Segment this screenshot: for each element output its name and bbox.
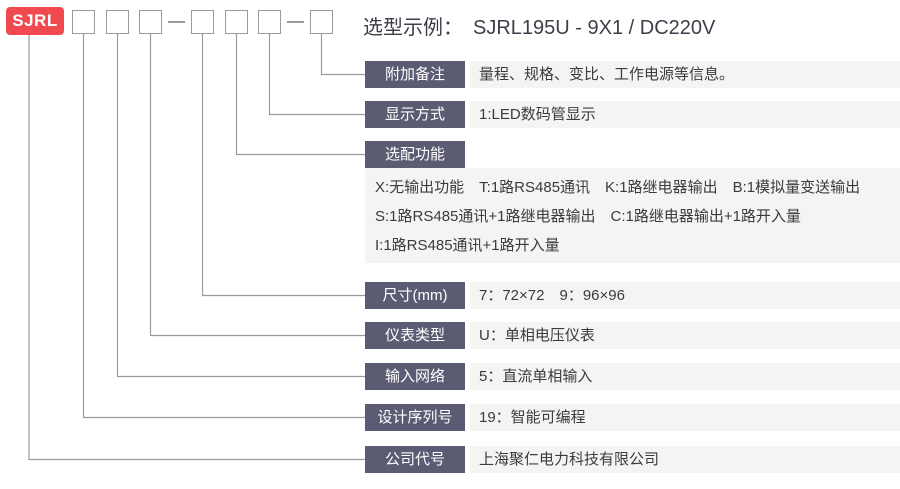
spec-value-size: 7：72×72 9：96×96 [470, 282, 900, 309]
spec-value-serial: 19：智能可编程 [470, 404, 900, 431]
spec-value-company: 上海聚仁电力科技有限公司 [470, 446, 900, 473]
spec-label-serial: 设计序列号 [365, 404, 465, 431]
code-box-serial [72, 10, 95, 34]
spec-label-options: 选配功能 [365, 141, 465, 168]
code-box-remark [310, 10, 333, 34]
code-box-type [139, 10, 162, 34]
options-line-3: I:1路RS485通讯+1路开入量 [375, 237, 560, 254]
spec-label-network: 输入网络 [365, 363, 465, 390]
spec-row-company: 公司代号 上海聚仁电力科技有限公司 [365, 446, 900, 473]
spec-value-remark: 量程、规格、变比、工作电源等信息。 [470, 61, 900, 88]
spec-row-display: 显示方式 1:LED数码管显示 [365, 101, 900, 128]
code-dash-1 [168, 21, 185, 23]
spec-row-options: 选配功能 [365, 141, 900, 168]
options-detail-block: X:无输出功能 T:1路RS485通讯 K:1路继电器输出 B:1模拟量变送输出… [365, 168, 900, 263]
spec-label-display: 显示方式 [365, 101, 465, 128]
brand-code-box: SJRL [6, 7, 64, 35]
spec-row-remark: 附加备注 量程、规格、变比、工作电源等信息。 [365, 61, 900, 88]
code-dash-2 [287, 21, 304, 23]
code-box-display [258, 10, 281, 34]
spec-row-serial: 设计序列号 19：智能可编程 [365, 404, 900, 431]
spec-label-remark: 附加备注 [365, 61, 465, 88]
spec-row-size: 尺寸(mm) 7：72×72 9：96×96 [365, 282, 900, 309]
example-model-number: SJRL195U - 9X1 / DC220V [473, 17, 716, 39]
spec-label-type: 仪表类型 [365, 322, 465, 349]
spec-row-type: 仪表类型 U：单相电压仪表 [365, 322, 900, 349]
example-label: 选型示例： [363, 17, 463, 39]
selection-example-title: 选型示例： SJRL195U - 9X1 / DC220V [363, 11, 715, 40]
spec-value-type: U：单相电压仪表 [470, 322, 900, 349]
options-line-2: S:1路RS485通讯+1路继电器输出 C:1路继电器输出+1路开入量 [375, 208, 801, 225]
spec-value-network: 5：直流单相输入 [470, 363, 900, 390]
spec-label-company: 公司代号 [365, 446, 465, 473]
code-box-option [225, 10, 248, 34]
code-box-size [191, 10, 214, 34]
options-line-1: X:无输出功能 T:1路RS485通讯 K:1路继电器输出 B:1模拟量变送输出 [375, 179, 861, 196]
spec-value-display: 1:LED数码管显示 [470, 101, 900, 128]
spec-label-size: 尺寸(mm) [365, 282, 465, 309]
spec-row-network: 输入网络 5：直流单相输入 [365, 363, 900, 390]
code-box-network [106, 10, 129, 34]
